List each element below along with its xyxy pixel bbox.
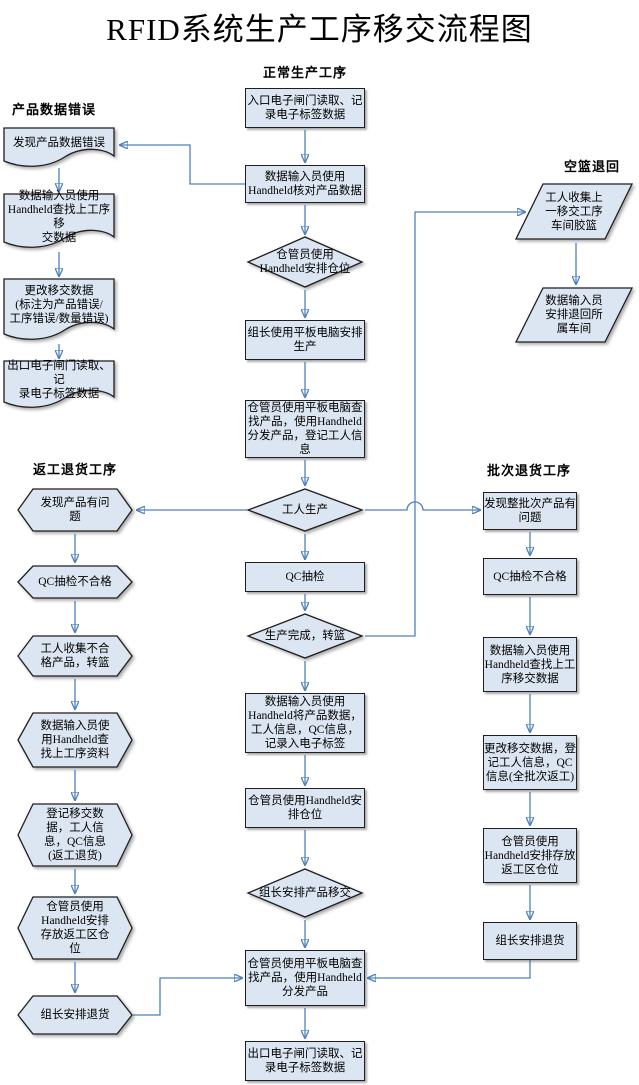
node-arrange-storage-2: 仓管员使用Handheld安 排仓位 xyxy=(245,788,365,828)
node-label: 组长安排退货 xyxy=(40,1009,110,1021)
heading-rework-return-process: 返工退货工序 xyxy=(33,462,118,477)
node-label: 工人收集不合 格产品，转篮 xyxy=(40,643,110,669)
shape-diamond-outline xyxy=(246,488,364,532)
node-find-distribute: 仓管员使用平板电脑查 找产品，使用Handheld 分发产品 xyxy=(245,950,365,1006)
node-label: 组长安排产品移交 xyxy=(259,887,351,899)
node-find-transfer-data: 数据输入员使用 Handheld查找上工序移 交数据 xyxy=(3,190,115,250)
shape-diamond-outline xyxy=(246,613,364,659)
node-label: 出口电子闸门读取、记 录电子标签数据 xyxy=(7,360,111,400)
node-label: 仓管员使用Handheld安 排仓位 xyxy=(248,795,362,821)
node-label: 发现产品数据错误 xyxy=(13,137,105,149)
shape-parallelogram-outline xyxy=(514,287,634,343)
node-label: 组长使用平板电脑安排 生产 xyxy=(247,327,363,353)
node-collect-baskets: 工人收集上 一移交工序 车间胶篮 xyxy=(514,183,634,240)
shape-hexagon-outline xyxy=(17,635,133,677)
node-label: 数据输入员使用 Handheld核对产品数据 xyxy=(248,171,362,197)
node-qc-fail-right: QC抽检不合格 xyxy=(483,558,577,595)
node-label: 数据输入员使 用Handheld查 找上工序资料 xyxy=(40,720,110,760)
node-label: 发现产品有问 题 xyxy=(40,497,110,523)
node-label: 更改移交数据，登 记工人信息，QC 信息(全批次返工) xyxy=(484,742,576,783)
arrow-r6-to-find-distribute xyxy=(368,960,531,978)
node-label: 仓管员使用 Handheld安排存放 返工区仓位 xyxy=(484,835,576,876)
shape-hexagon-outline xyxy=(17,565,133,599)
shape-document-outline xyxy=(3,127,115,167)
node-label: 仓管员使用平板电脑查 找产品，使用Handheld 分发产品 xyxy=(247,958,363,998)
node-qc-fail-left: QC抽检不合格 xyxy=(17,565,133,599)
node-label: 数据输入员使用 Handheld将产品数据， 工人信息，QC信息， 记录入电子标… xyxy=(248,696,362,750)
node-found-problem: 发现产品有问 题 xyxy=(17,488,133,532)
node-change-transfer-right: 更改移交数据，登 记工人信息，QC 信息(全批次返工) xyxy=(483,735,577,790)
shape-hexagon-outline xyxy=(17,488,133,532)
node-distribute-products: 仓管员使用平板电脑查 找产品，使用Handheld 分发产品，登记工人信 息 xyxy=(245,400,365,458)
arrow-worker-to-batch-problem xyxy=(365,501,480,510)
node-label: QC抽检 xyxy=(285,571,325,583)
shape-diamond-outline xyxy=(246,868,364,918)
node-label: 发现整批次产品有 问题 xyxy=(484,498,576,524)
node-label: 工人生产 xyxy=(282,504,328,516)
node-label: QC抽检不合格 xyxy=(493,570,567,583)
node-found-data-error: 发现产品数据错误 xyxy=(3,127,115,169)
heading-empty-basket-return: 空篮退回 xyxy=(564,159,621,174)
node-label: 仓管员使用平板电脑查 找产品，使用Handheld 分发产品，登记工人信 息 xyxy=(247,402,363,456)
heading-batch-return-process: 批次退货工序 xyxy=(487,463,572,478)
node-entry-gate: 入口电子闸门读取、记 录电子标签数据 xyxy=(245,88,365,128)
shape-document-outline xyxy=(3,360,115,408)
shape-hexagon-outline xyxy=(17,712,133,768)
shape-hexagon-outline xyxy=(17,896,133,960)
node-verify-data: 数据输入员使用 Handheld核对产品数据 xyxy=(245,165,365,203)
arrow-done-to-collect-baskets xyxy=(365,212,525,637)
node-arrange-rework-storage-right: 仓管员使用 Handheld安排存放 返工区仓位 xyxy=(483,828,577,883)
shape-document-outline xyxy=(3,193,115,248)
node-record-tag: 数据输入员使用 Handheld将产品数据， 工人信息，QC信息， 记录入电子标… xyxy=(245,693,365,753)
shape-document-outline xyxy=(3,278,115,340)
node-label: 数据输入员 安排退回所 属车间 xyxy=(545,295,603,335)
node-exit-gate-doc: 出口电子闸门读取、记 录电子标签数据 xyxy=(3,360,115,410)
node-change-transfer-data: 更改移交数据 (标注为产品错误/ 工序错误/数量错误) xyxy=(3,278,115,342)
node-label: 数据输入员使用 Handheld查找上工序移 交数据 xyxy=(7,189,111,244)
shape-diamond-outline xyxy=(246,236,364,288)
node-label: 入口电子闸门读取、记 录电子标签数据 xyxy=(247,95,363,121)
node-production-done: 生产完成，转篮 xyxy=(246,613,364,659)
node-qc-sampling: QC抽检 xyxy=(245,562,365,592)
heading-normal-process: 正常生产工序 xyxy=(262,65,347,80)
arrow-verify-to-found-error xyxy=(120,145,245,185)
node-label: 出口电子闸门读取、记 录电子标签数据 xyxy=(247,1048,363,1074)
node-arrange-return-right: 组长安排退货 xyxy=(483,922,577,960)
arrow-hex7-to-find-distribute xyxy=(133,978,242,1016)
node-exit-gate: 出口电子闸门读取、记 录电子标签数据 xyxy=(245,1041,365,1081)
node-label: 更改移交数据 (标注为产品错误/ 工序错误/数量错误) xyxy=(9,285,109,325)
node-arrange-storage-1: 仓管员使用 Handheld安排仓位 xyxy=(246,236,364,288)
node-arrange-transfer: 组长安排产品移交 xyxy=(246,868,364,918)
node-label: 仓管员使用 Handheld安排仓位 xyxy=(259,249,351,275)
node-arrange-return-left: 组长安排退货 xyxy=(17,995,133,1035)
node-label: 仓管员使用 Handheld安排 存放返工区仓 位 xyxy=(40,901,110,955)
node-label: QC抽检不合格 xyxy=(38,576,112,588)
node-label: 生产完成，转篮 xyxy=(264,630,346,642)
shape-hexagon-outline xyxy=(17,995,133,1035)
shape-hexagon-outline xyxy=(17,803,133,867)
node-find-transfer-right: 数据输入员使用 Handheld查找上工 序移交数据 xyxy=(483,637,577,692)
node-label: 工人收集上 一移交工序 车间胶篮 xyxy=(545,191,603,232)
page-title: RFID系统生产工序移交流程图 xyxy=(106,12,533,47)
node-register-transfer: 登记移交数 据，工人信 息，QC信息 (返工退货) xyxy=(17,803,133,867)
node-leader-arrange-production: 组长使用平板电脑安排 生产 xyxy=(245,320,365,360)
node-found-batch-problem: 发现整批次产品有 问题 xyxy=(483,492,577,530)
node-worker-production: 工人生产 xyxy=(246,488,364,532)
node-return-baskets: 数据输入员 安排退回所 属车间 xyxy=(514,287,634,343)
node-collect-defective: 工人收集不合 格产品，转篮 xyxy=(17,635,133,677)
node-find-process-data: 数据输入员使 用Handheld查 找上工序资料 xyxy=(17,712,133,768)
node-label: 登记移交数 据，工人信 息，QC信息 (返工退货) xyxy=(44,808,106,862)
heading-product-data-error: 产品数据错误 xyxy=(12,102,97,117)
node-arrange-rework-storage-left: 仓管员使用 Handheld安排 存放返工区仓 位 xyxy=(17,896,133,960)
node-label: 数据输入员使用 Handheld查找上工 序移交数据 xyxy=(484,644,576,685)
node-label: 组长安排退货 xyxy=(495,935,565,947)
shape-parallelogram-outline xyxy=(514,183,634,240)
